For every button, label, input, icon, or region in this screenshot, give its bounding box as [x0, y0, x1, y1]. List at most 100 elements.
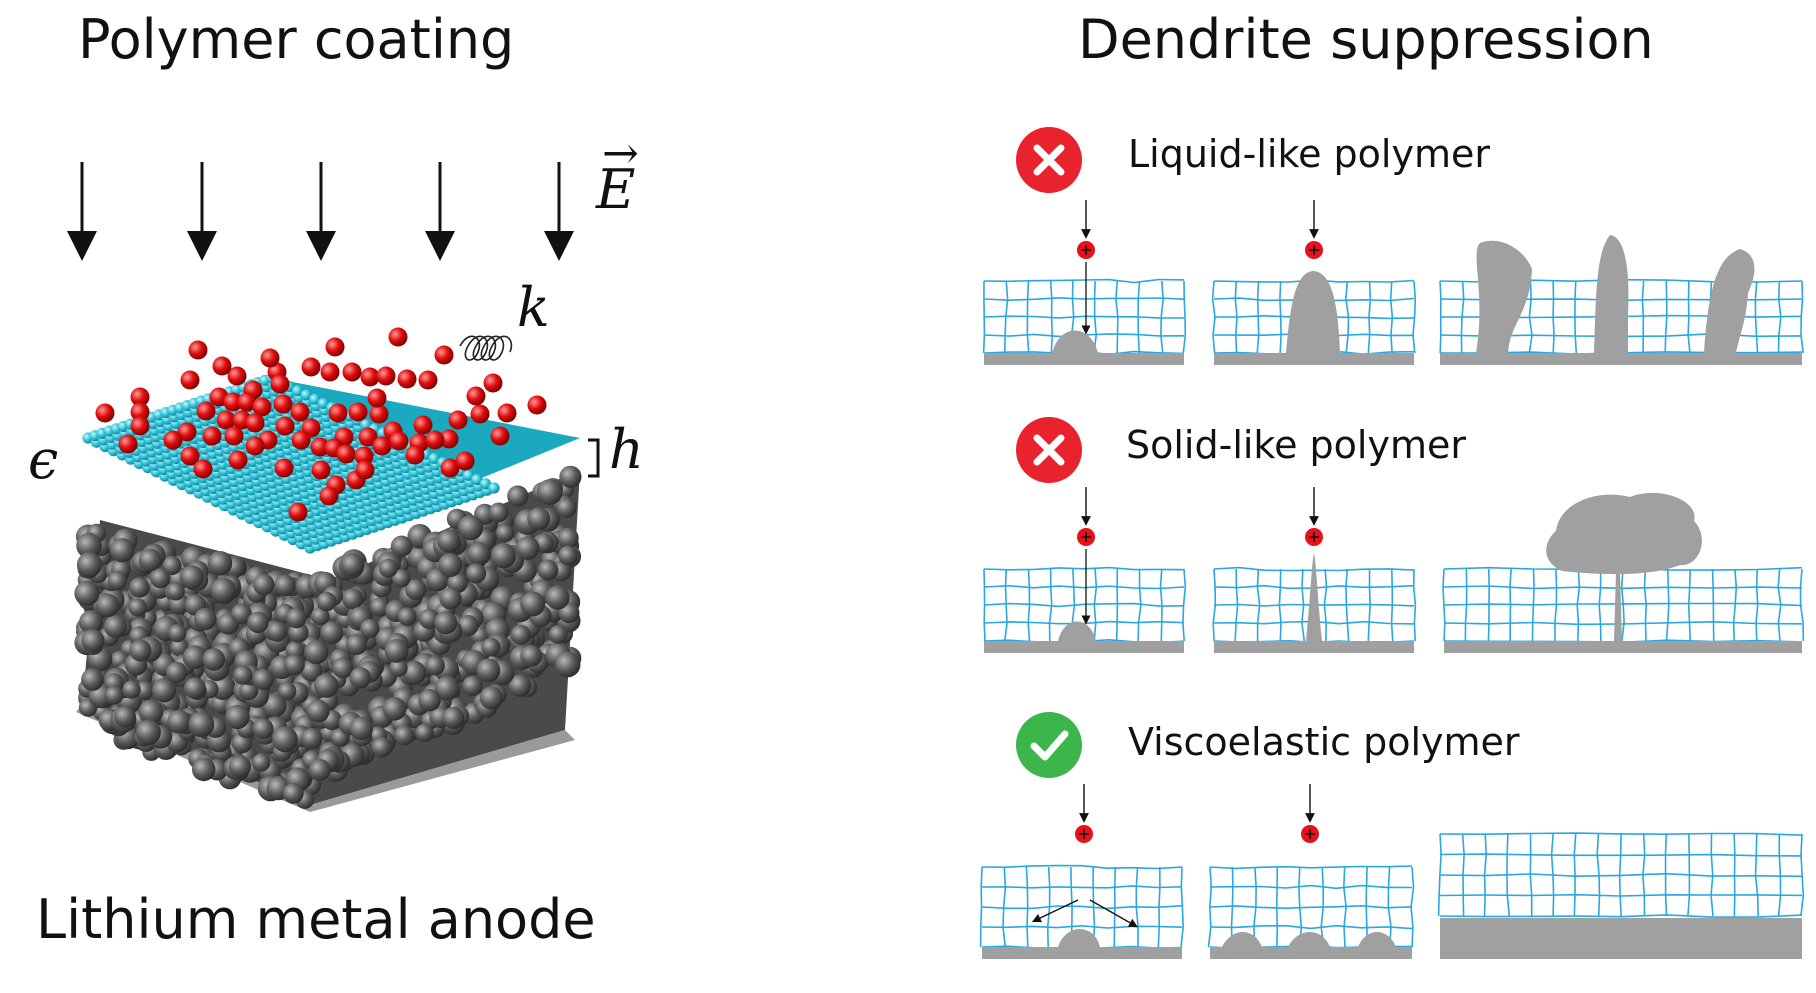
anode-atom — [272, 726, 298, 753]
anode-atom — [515, 536, 540, 560]
lithium-ion — [358, 427, 378, 447]
lithium-dendrite — [1546, 492, 1702, 575]
lithium-ion — [418, 370, 438, 390]
anode-atom — [419, 608, 440, 630]
anode-atom — [284, 654, 305, 676]
stress-arrow — [1031, 899, 1079, 923]
anode-atom — [104, 685, 124, 705]
row-label-viscoelastic: Viscoelastic polymer — [1128, 720, 1520, 764]
lithium-ion — [196, 401, 216, 421]
anode-atom — [392, 569, 411, 588]
lithium-ion — [202, 426, 222, 446]
anode-atom — [76, 532, 102, 559]
anode-atom — [558, 545, 578, 566]
anode-atom — [370, 597, 390, 617]
plus-sign — [1309, 245, 1319, 255]
row-label-solid: Solid-like polymer — [1126, 423, 1466, 467]
anode-atom — [476, 658, 501, 683]
epsilon-symbol: ϵ — [28, 428, 59, 491]
polymer-coating-title: Polymer coating — [78, 8, 515, 71]
anode-atom — [314, 673, 339, 698]
lithium-ion — [260, 348, 280, 368]
lithium-ion — [224, 426, 244, 446]
anode-atom — [81, 629, 105, 653]
lithium-dendrite — [1222, 932, 1262, 947]
anode-atom — [207, 551, 233, 576]
lithium-base — [984, 641, 1184, 653]
lithium-ion — [237, 392, 257, 412]
coating-bead — [317, 397, 329, 409]
anode-atom — [481, 637, 501, 657]
lithium-ion — [193, 459, 213, 479]
lithium-dendrite — [1306, 553, 1322, 641]
anode-atom — [320, 621, 344, 644]
coating-bead — [428, 452, 440, 464]
anode-atom — [104, 615, 127, 638]
coating-bead — [360, 418, 372, 431]
plus-sign — [1305, 829, 1315, 839]
anode-atom — [508, 674, 532, 697]
anode-atom — [437, 529, 461, 553]
anode-atom — [231, 603, 252, 625]
lithium-dendrite — [1052, 330, 1098, 353]
anode-atom — [194, 607, 217, 631]
lithium-ion — [245, 436, 265, 456]
lithium-base — [984, 353, 1184, 365]
lithium-ion — [223, 392, 243, 412]
anode-atom — [233, 665, 253, 685]
lithium-dendrite — [1286, 271, 1340, 353]
anode-atom — [384, 639, 409, 663]
anode-atom — [507, 485, 529, 507]
field-arrows — [67, 162, 574, 261]
anode-atom — [360, 618, 380, 639]
anode-atom — [425, 655, 445, 676]
anode-atom — [378, 558, 398, 578]
lithium-base — [1214, 641, 1414, 653]
anode-atom — [462, 675, 483, 696]
anode-atom — [110, 538, 135, 563]
anode-atom — [300, 659, 323, 682]
lithium-ion — [376, 366, 396, 386]
anode-atom — [282, 783, 304, 804]
lithium-dendrite — [1058, 621, 1096, 641]
lithium-ion — [389, 431, 409, 451]
plus-sign — [1081, 245, 1091, 255]
lithium-ion — [320, 362, 340, 382]
lithium-ion — [413, 415, 433, 435]
lithium-ion — [290, 402, 310, 422]
anode-atom — [129, 639, 152, 662]
lithium-ion — [273, 394, 293, 414]
anode-atom — [184, 677, 206, 699]
anode-atom — [394, 725, 415, 746]
anode-atom — [274, 574, 296, 597]
anode-atom — [150, 568, 171, 589]
lithium-base — [1210, 947, 1412, 959]
x-icon — [1016, 127, 1082, 193]
lithium-ion — [130, 402, 150, 422]
lithium-ion — [227, 366, 247, 386]
lithium-ion — [367, 388, 387, 408]
lithium-base — [1440, 353, 1802, 365]
anode-atom — [79, 610, 103, 634]
lithium-ion — [455, 451, 475, 471]
anode-atom — [252, 668, 274, 690]
plus-sign — [1081, 532, 1091, 542]
lithium-ion — [288, 502, 308, 522]
lithium-ion — [497, 403, 517, 423]
lithium-dendrite — [1288, 932, 1330, 947]
lithium-ion — [325, 337, 345, 357]
anode-atom — [346, 634, 367, 655]
lithium-ion — [388, 327, 408, 347]
anode-atom — [557, 527, 579, 549]
anode-atom — [548, 624, 568, 644]
spring-constant-symbol: k — [517, 276, 550, 339]
anode-atom — [520, 645, 543, 667]
anode-atom — [397, 607, 417, 626]
anode-atom — [316, 591, 337, 612]
anode-atom — [225, 704, 250, 730]
lithium-anode-label: Lithium metal anode — [36, 888, 596, 951]
anode-atom — [122, 680, 141, 699]
lithium-ion — [348, 402, 368, 422]
lithium-ion — [405, 445, 425, 465]
lithium-ion — [180, 370, 200, 390]
